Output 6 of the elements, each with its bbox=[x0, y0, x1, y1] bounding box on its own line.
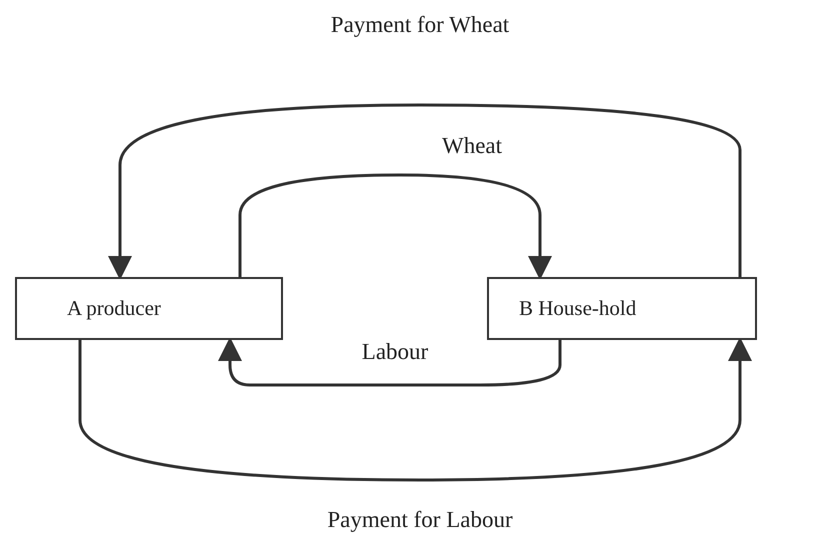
entity-box bbox=[15, 277, 283, 340]
entity-label: A producer bbox=[67, 296, 161, 321]
flow-arrow bbox=[238, 174, 552, 280]
entity-box bbox=[487, 277, 757, 340]
flow-arrow bbox=[108, 104, 742, 280]
entity-label: B House-hold bbox=[519, 296, 636, 321]
